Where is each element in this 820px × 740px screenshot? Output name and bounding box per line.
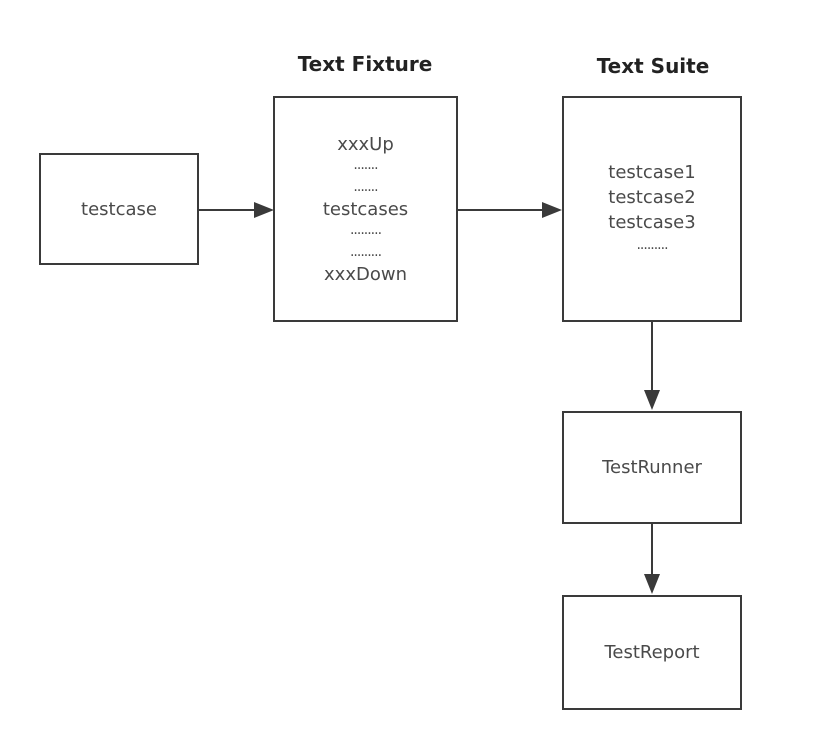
text-fixture-box: xxxUp ······· ······· testcases ········… bbox=[273, 96, 458, 322]
arrowhead-runner-to-report bbox=[644, 574, 660, 594]
fixture-setup-label: xxxUp bbox=[337, 133, 394, 155]
fixture-ellipsis-4: ········· bbox=[349, 247, 382, 264]
text-suite-box: testcase1 testcase2 testcase3 ········· bbox=[562, 96, 742, 322]
suite-item-3: testcase3 bbox=[608, 212, 696, 233]
test-runner-box: TestRunner bbox=[562, 411, 742, 524]
text-suite-heading: Text Suite bbox=[596, 54, 710, 78]
arrowhead-fixture-to-suite bbox=[542, 202, 562, 218]
testcase-box: testcase bbox=[39, 153, 199, 265]
test-runner-label: TestRunner bbox=[602, 457, 702, 478]
arrowhead-suite-to-runner bbox=[644, 390, 660, 410]
fixture-teardown-label: xxxDown bbox=[324, 263, 407, 285]
arrowhead-testcase-to-fixture bbox=[254, 202, 274, 218]
suite-ellipsis: ········· bbox=[636, 241, 668, 257]
suite-item-1: testcase1 bbox=[608, 162, 696, 183]
fixture-ellipsis-1: ······· bbox=[353, 160, 378, 177]
test-report-box: TestReport bbox=[562, 595, 742, 710]
test-report-label: TestReport bbox=[604, 642, 700, 663]
fixture-testcases-label: testcases bbox=[322, 198, 409, 220]
text-fixture-heading: Text Fixture bbox=[297, 52, 433, 76]
testcase-label: testcase bbox=[81, 198, 157, 220]
fixture-ellipsis-3: ········· bbox=[349, 225, 382, 242]
fixture-ellipsis-2: ······· bbox=[353, 182, 378, 199]
suite-item-2: testcase2 bbox=[608, 187, 696, 208]
